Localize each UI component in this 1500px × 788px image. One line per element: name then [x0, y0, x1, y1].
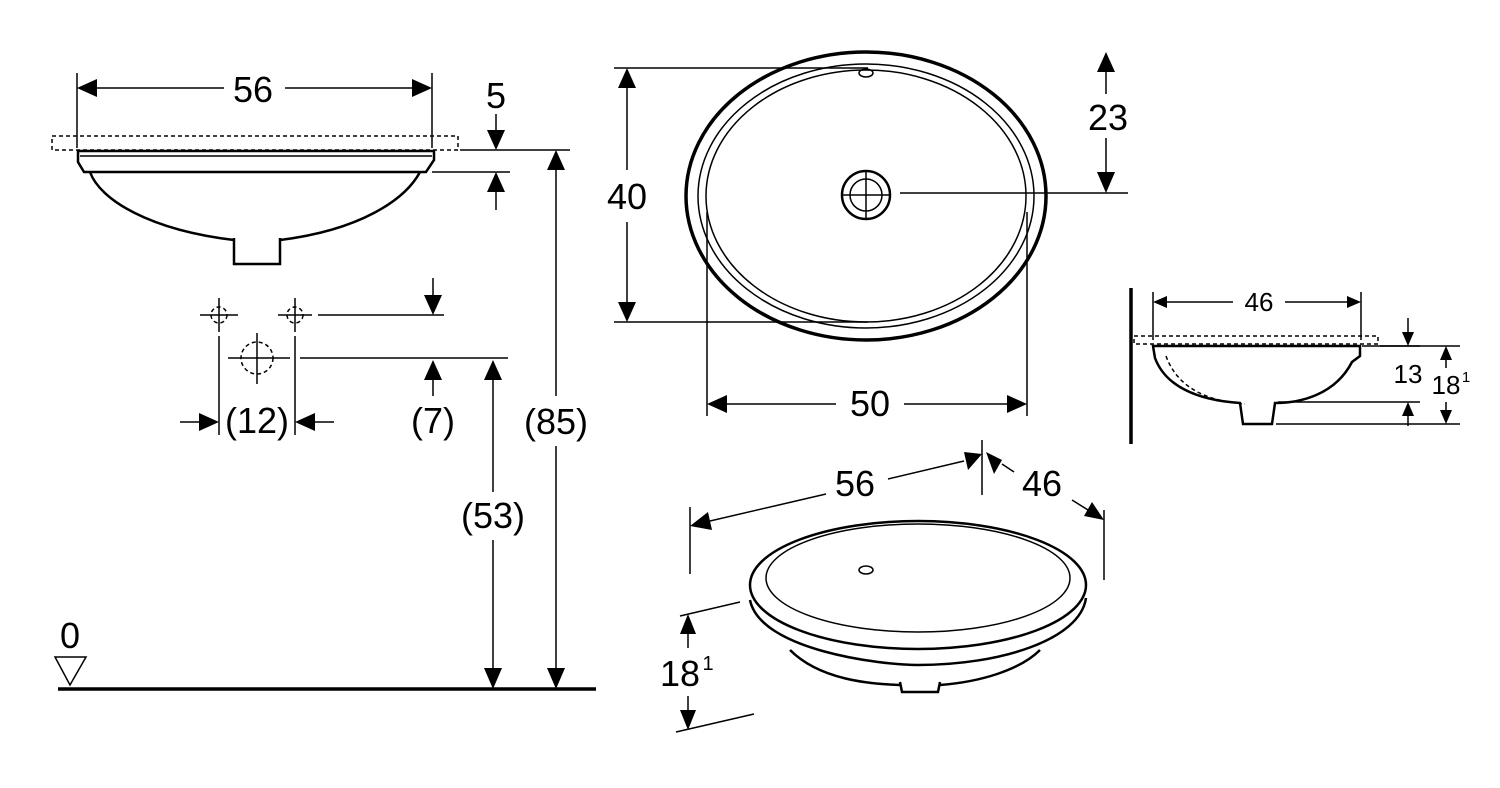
dimension-inner-width: 50 [706, 212, 1028, 424]
drain-offset-label: 23 [1088, 97, 1128, 138]
iso-outer-rim [748, 519, 1088, 651]
floor-level-label: 0 [60, 615, 80, 656]
basin-bowl [88, 171, 422, 242]
total-depth-label: 18 [1432, 370, 1461, 400]
dimension-tap-offset: (7) [411, 278, 455, 441]
section-basin [1151, 344, 1362, 426]
iso-outlet [898, 681, 942, 694]
iso-overflow-icon [858, 565, 874, 575]
basin-rim [76, 149, 436, 174]
tap-holes [200, 298, 508, 384]
countertop-outline [51, 135, 459, 151]
dimension-iso-width: 56 [689, 440, 983, 574]
waste-height-label: (53) [461, 495, 525, 536]
waste-outlet [232, 238, 282, 266]
dimension-section-width: 46 [1152, 287, 1362, 340]
dimension-rim-height: 5 [432, 75, 570, 210]
dimension-waste-height: (53) [461, 360, 525, 689]
iso-width-label: 56 [835, 463, 875, 504]
top-view: 40 23 50 [607, 50, 1128, 424]
section-width-label: 46 [1245, 287, 1274, 317]
dimension-bowl-depth: 13 [1278, 318, 1422, 426]
level-marker-icon [53, 656, 88, 687]
iso-depth-label: 46 [1022, 463, 1062, 504]
dimension-drain-offset: 23 [900, 52, 1128, 194]
countertop-outline [1133, 335, 1379, 345]
section-view: 46 13 18 1 [1129, 287, 1470, 444]
iso-height-superscript: 1 [702, 653, 713, 675]
iso-inner-rim [765, 523, 1071, 633]
dimension-total-depth: 18 1 [1276, 345, 1470, 425]
dimension-width: 56 [76, 69, 433, 148]
dimension-iso-depth: 46 [986, 452, 1105, 580]
basin-outer-rim [684, 50, 1048, 342]
iso-bowl [789, 649, 1041, 687]
dimension-tap-spacing: (12) [180, 336, 334, 441]
tap-spacing-label: (12) [225, 400, 289, 441]
total-depth-superscript: 1 [1462, 369, 1470, 386]
rim-floor-label: (85) [524, 401, 588, 442]
overflow-icon [858, 68, 874, 78]
tap-offset-label: (7) [411, 400, 455, 441]
iso-height-label: 18 [660, 653, 700, 694]
dimension-rim-floor: (85) [524, 150, 588, 689]
bowl-depth-label: 13 [1394, 359, 1423, 389]
dimension-depth: 40 [607, 67, 868, 323]
basin-inner-rim [697, 63, 1035, 329]
dimension-iso-height: 18 1 [660, 601, 755, 733]
rim-height-label: 5 [486, 75, 506, 116]
iso-view: 56 46 18 1 [660, 440, 1105, 733]
iso-rim-edge [748, 597, 1088, 667]
depth-label: 40 [607, 176, 647, 217]
floor-level: 0 [53, 615, 596, 691]
width-label: 56 [233, 69, 273, 110]
inner-width-label: 50 [850, 383, 890, 424]
side-view: 56 5 [51, 69, 596, 691]
